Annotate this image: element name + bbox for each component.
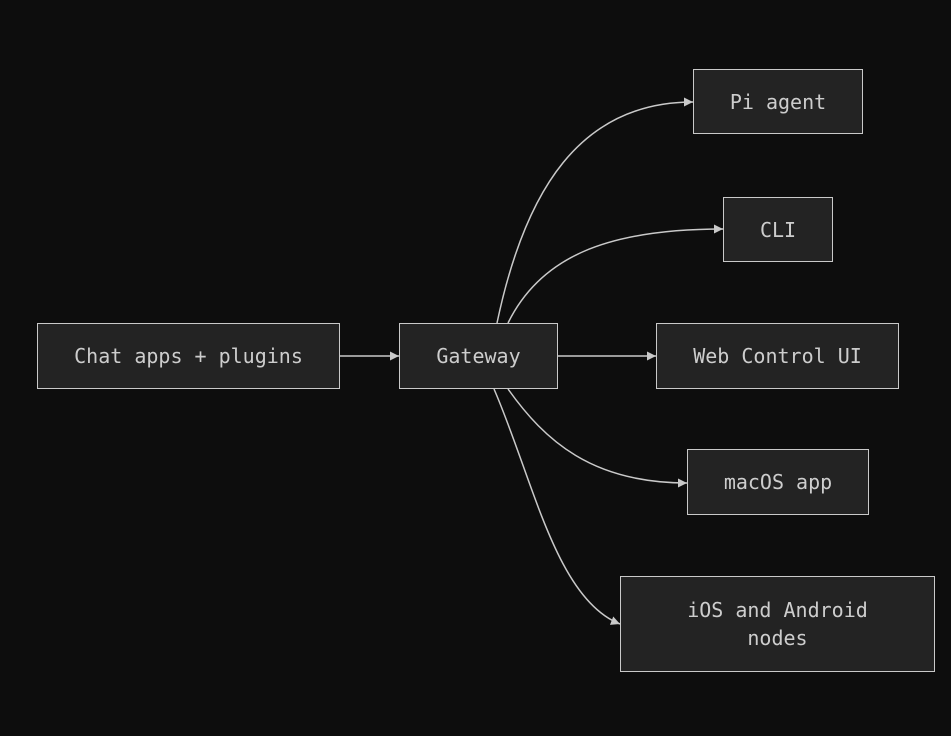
node-pi-agent-label: Pi agent [729,89,827,114]
edge-gateway-to-ios-android [493,388,621,625]
node-cli-label: CLI [759,217,797,242]
node-gateway-label: Gateway [436,344,521,368]
node-chat-apps-plugins: Chat apps + plugins [37,323,340,389]
node-macos-app: macOS app [687,449,869,515]
node-chat-apps-plugins-label: Chat apps + plugins [74,344,303,368]
node-pi-agent: Pi agent [693,69,863,134]
edge-gateway-to-cli [507,224,724,324]
node-ios-android-nodes-label: iOS and Android nodes [687,598,868,650]
node-web-control-ui: Web Control UI [656,323,899,389]
node-ios-android-nodes: iOS and Android nodes [620,576,935,672]
edge-gateway-to-macos-app [507,388,688,488]
node-gateway: Gateway [399,323,558,389]
edge-gateway-to-pi-agent [496,97,694,324]
node-macos-app-label: macOS app [723,470,833,494]
node-web-control-ui-label: Web Control UI [693,344,862,368]
node-cli: CLI [723,197,833,262]
